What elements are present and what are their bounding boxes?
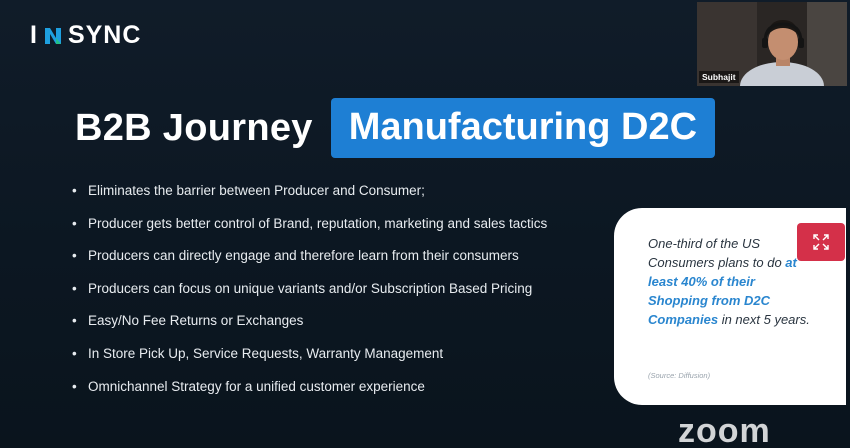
expand-arrows-icon bbox=[813, 234, 829, 250]
bullet-dot-icon: • bbox=[72, 183, 77, 198]
bullet-item: •Omnichannel Strategy for a unified cust… bbox=[72, 376, 632, 409]
slide-title-plain: B2B Journey bbox=[75, 106, 313, 149]
insync-logo: I SYNC bbox=[30, 21, 141, 50]
participant-video-tile[interactable]: Subhajit bbox=[697, 2, 847, 86]
bullet-dot-icon: • bbox=[72, 313, 77, 329]
bullet-dot-icon: • bbox=[72, 378, 77, 394]
participant-avatar-icon bbox=[740, 20, 824, 86]
slide-title-highlight: Manufacturing D2C bbox=[330, 98, 716, 158]
bullet-item: •Eliminates the barrier between Producer… bbox=[72, 180, 632, 213]
bullet-item: •Producer gets better control of Brand, … bbox=[72, 213, 632, 246]
statistic-text: One-third of the US Consumers plans to d… bbox=[648, 236, 810, 327]
bullet-item: •Easy/No Fee Returns or Exchanges bbox=[72, 310, 632, 343]
insync-logo-mark-icon bbox=[44, 27, 61, 44]
slide-title: B2B Journey Manufacturing D2C bbox=[75, 98, 716, 158]
participant-name: Subhajit bbox=[699, 71, 739, 83]
bullet-item: •In Store Pick Up, Service Requests, War… bbox=[72, 343, 632, 376]
expand-button[interactable] bbox=[797, 223, 845, 261]
logo-word-sync: SYNC bbox=[67, 21, 142, 49]
bullet-list: •Eliminates the barrier between Producer… bbox=[72, 180, 632, 408]
zoom-watermark: zoom bbox=[678, 412, 771, 448]
bullet-item: •Producers can directly engage and there… bbox=[72, 245, 632, 278]
bullet-dot-icon: • bbox=[72, 280, 77, 296]
statistic-callout: One-third of the US Consumers plans to d… bbox=[614, 208, 846, 405]
statistic-highlight: at least 40% of their Shopping from D2C … bbox=[648, 255, 797, 327]
statistic-source: (Source: Diffusion) bbox=[648, 371, 711, 380]
logo-letter-i: I bbox=[30, 21, 38, 49]
bullet-item: •Producers can focus on unique variants … bbox=[72, 278, 632, 311]
bullet-dot-icon: • bbox=[72, 215, 77, 231]
bullet-dot-icon: • bbox=[72, 345, 77, 361]
bullet-dot-icon: • bbox=[72, 248, 77, 264]
